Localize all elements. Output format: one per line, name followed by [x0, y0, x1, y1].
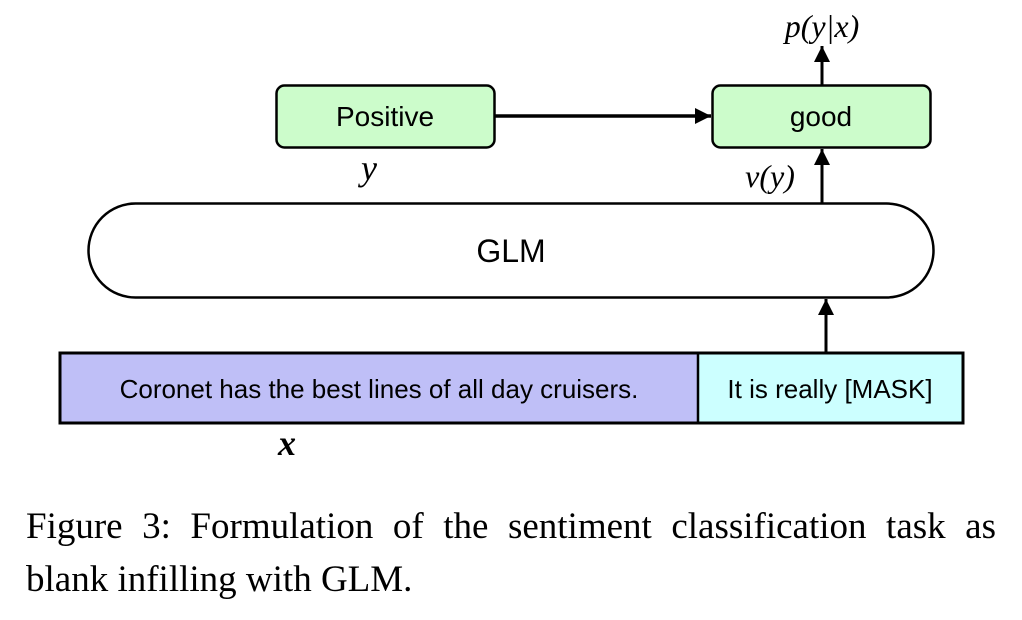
input-sentence-text: Coronet has the best lines of all day cr…	[120, 374, 639, 404]
output-symbol: p(y|x)	[783, 8, 860, 44]
verbalizer-box: good	[711, 84, 932, 149]
diagram: p(y|x) Positive y good v(y) GLM Coronet …	[58, 8, 965, 463]
input-prompt-rect	[698, 353, 963, 423]
model-block: GLM	[87, 202, 935, 299]
input-prompt-text: It is really [MASK]	[727, 374, 932, 404]
label-box-text: Positive	[336, 101, 434, 132]
verbalizer-symbol: v(y)	[745, 158, 795, 194]
label-symbol: y	[358, 148, 377, 188]
input-symbol: x	[277, 423, 296, 463]
input-sequence: Coronet has the best lines of all day cr…	[58, 351, 965, 425]
label-box-rect	[275, 84, 496, 149]
verbalizer-box-rect	[711, 84, 932, 149]
label-box: Positive	[275, 84, 496, 149]
input-sentence-rect	[60, 353, 698, 423]
figure-caption: Figure 3: Formulation of the sentiment c…	[26, 506, 996, 600]
model-block-rect	[87, 202, 935, 299]
model-block-text: GLM	[476, 233, 545, 269]
input-border	[58, 351, 965, 425]
verbalizer-box-text: good	[790, 101, 852, 132]
